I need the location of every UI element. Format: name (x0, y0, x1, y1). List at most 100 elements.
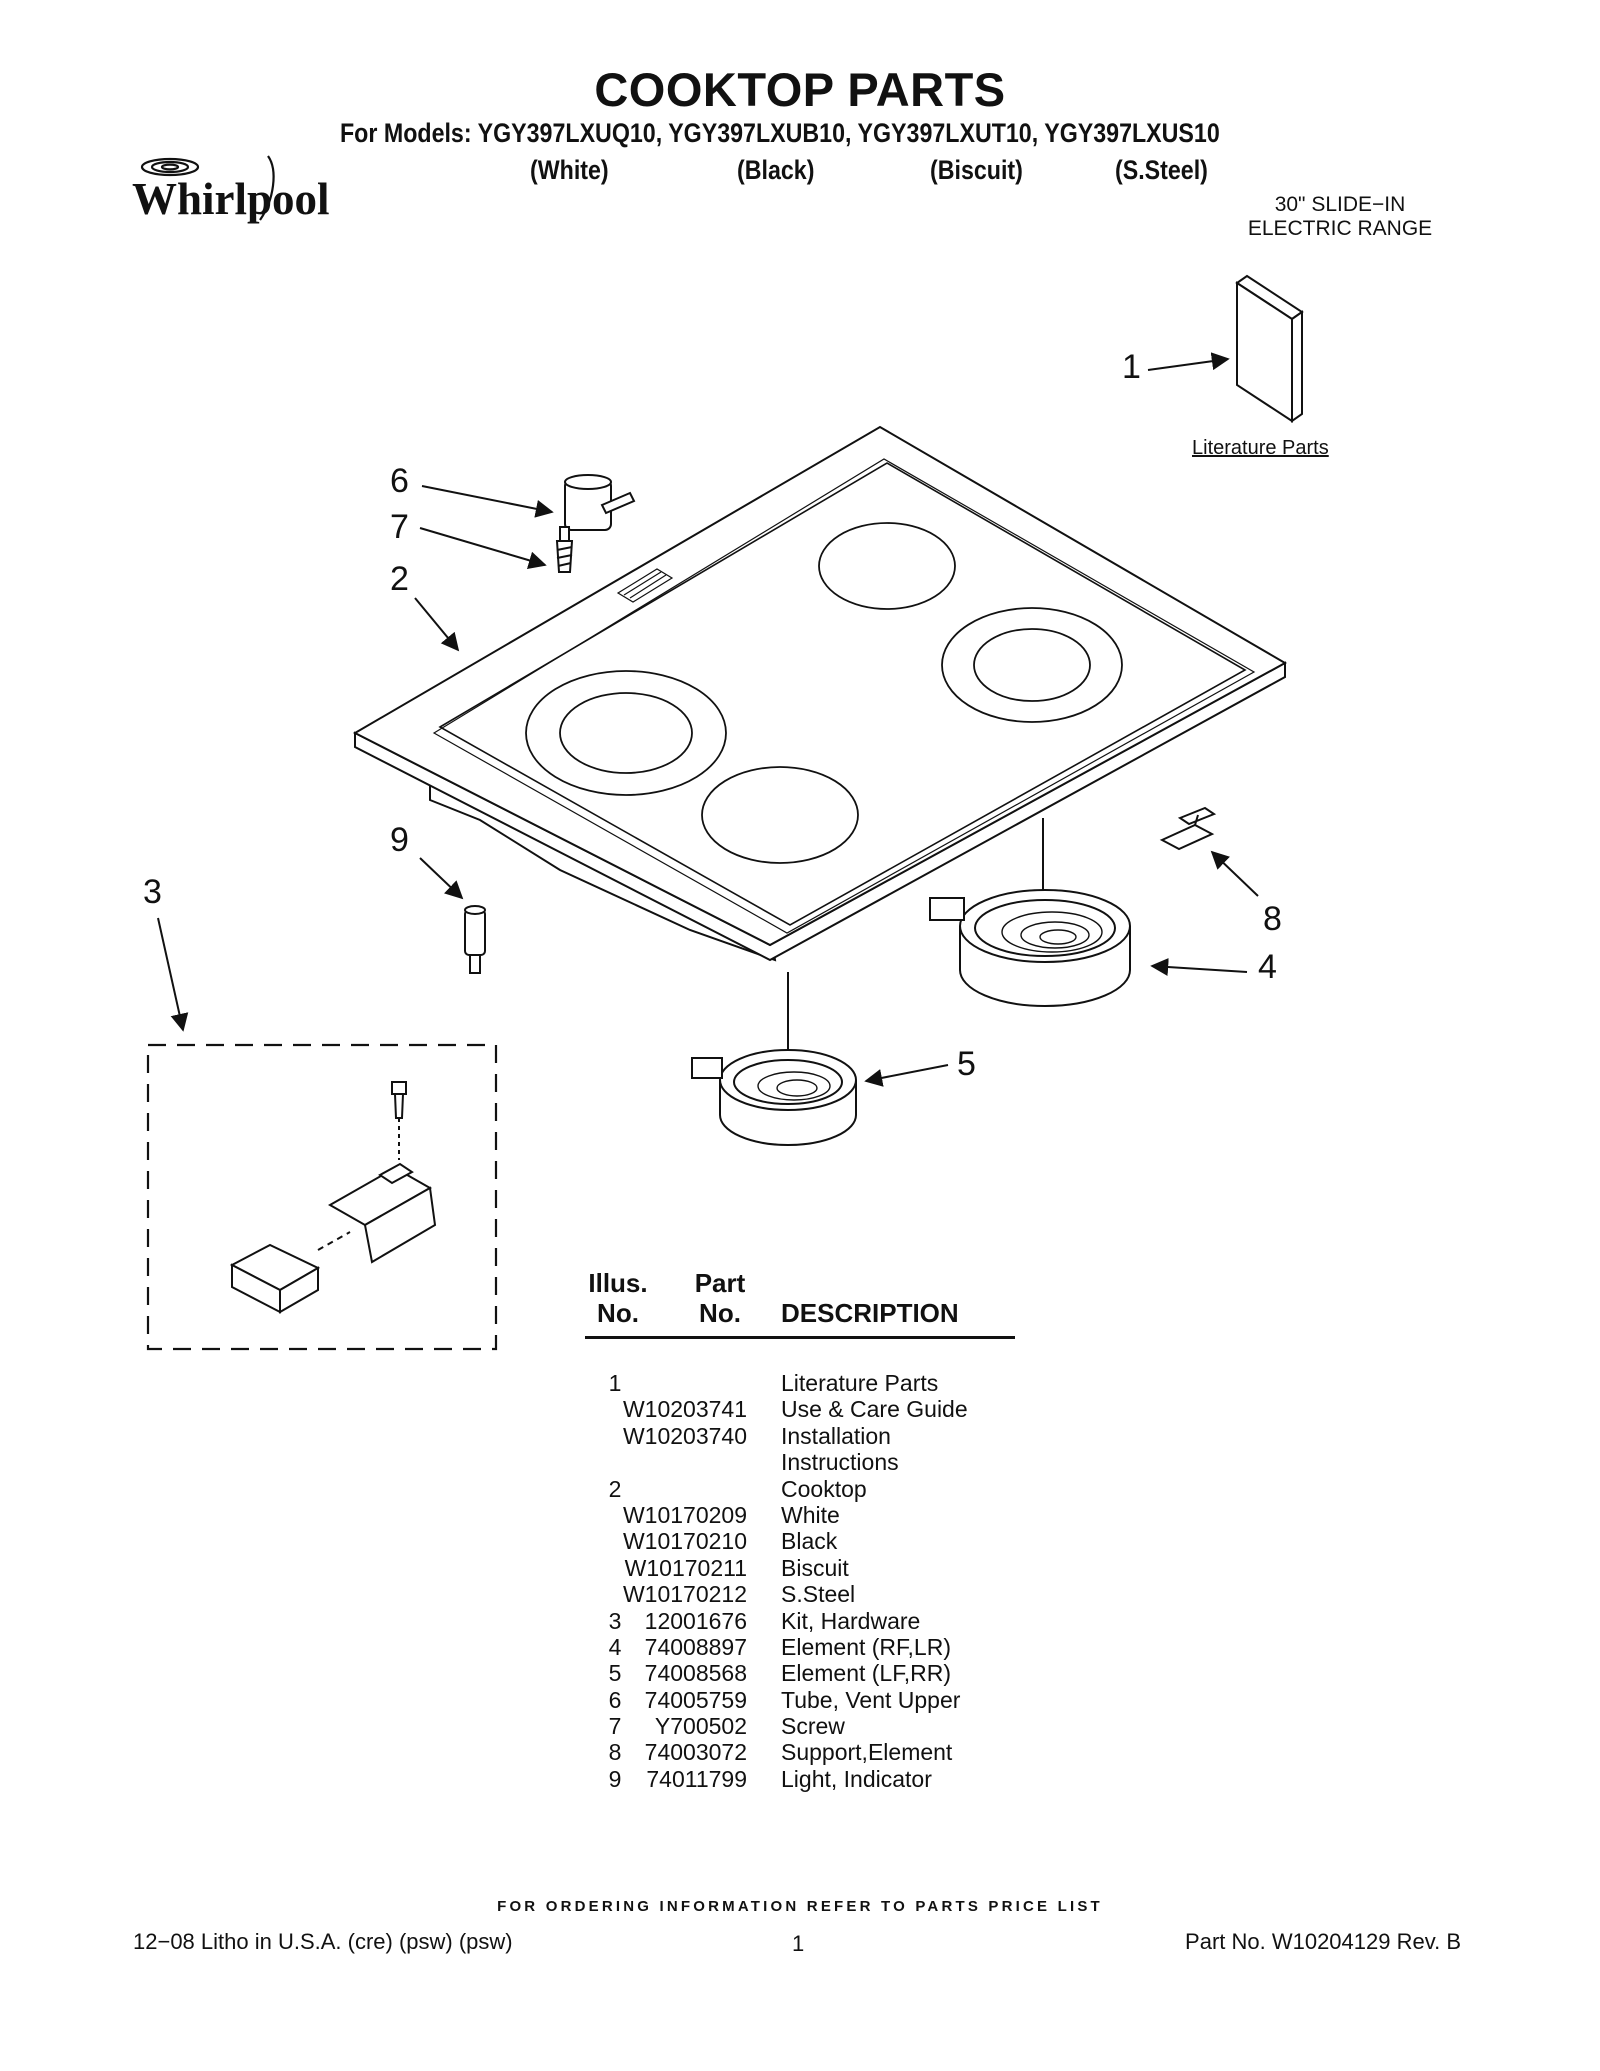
header-illus-no: Illus. No. (585, 1268, 651, 1328)
row-part-no: 74011799 (646, 1765, 747, 1792)
callout-7: 7 (390, 508, 409, 546)
row-description: Black (781, 1528, 838, 1555)
leader-line-9 (419, 857, 464, 900)
vent-tube-illustration (564, 474, 636, 531)
leader-line-1 (1147, 352, 1230, 371)
row-part-no: 12001676 (644, 1607, 747, 1634)
header-illus-line2: No. (597, 1298, 639, 1328)
row-illus-no: 7 (608, 1713, 622, 1740)
brand-wordmark: Whirlpool (132, 174, 330, 224)
element-support-illustration (1159, 806, 1217, 851)
callout-3: 3 (143, 873, 162, 911)
row-description: Instructions (781, 1449, 899, 1476)
row-part-no: W10170209 (622, 1501, 747, 1528)
literature-parts-label: Literature Parts (1192, 437, 1329, 459)
row-description: Use & Care Guide (781, 1396, 968, 1423)
page-title: COOKTOP PARTS (594, 63, 1006, 116)
element-rf-lr-illustration (929, 889, 1131, 1007)
burner-zone-front (701, 766, 859, 864)
row-description: Tube, Vent Upper (781, 1686, 961, 1713)
color-label-steel: (S.Steel) (1115, 155, 1208, 185)
row-part-no: W10170212 (622, 1581, 747, 1608)
table-row: W10203741 Use & Care Guide (585, 1396, 1145, 1422)
burner-zone-right (941, 607, 1123, 723)
table-row: 9 74011799 Light, Indicator (585, 1766, 1145, 1792)
leader-line-3 (157, 917, 189, 1032)
row-part-no: 74008897 (644, 1633, 747, 1660)
page-number: 1 (792, 1931, 805, 1956)
row-illus-no: 9 (608, 1765, 622, 1792)
callout-8: 8 (1263, 900, 1282, 938)
row-description: Element (RF,LR) (781, 1633, 951, 1660)
document-part-number: Part No. W10204129 Rev. B (1185, 1929, 1461, 1954)
leader-line-6 (421, 485, 554, 518)
table-row: W10170211 Biscuit (585, 1555, 1145, 1581)
row-illus-no: 3 (608, 1607, 622, 1634)
row-description: Element (LF,RR) (781, 1660, 951, 1687)
row-illus-no: 8 (608, 1739, 622, 1766)
row-description: Light, Indicator (781, 1765, 932, 1792)
row-part-no: 74003072 (644, 1739, 747, 1766)
row-part-no: W10203741 (622, 1396, 747, 1423)
row-description: Kit, Hardware (781, 1607, 921, 1634)
header-part-line2: No. (699, 1298, 741, 1328)
row-part-no: W10170210 (622, 1528, 747, 1555)
row-part-no: W10203740 (622, 1422, 747, 1449)
color-label-white: (White) (530, 155, 609, 185)
leader-line-5 (864, 1064, 949, 1087)
row-part-no: Y700502 (654, 1713, 747, 1740)
table-row: W10170209 White (585, 1502, 1145, 1528)
cooktop-burner-zones (525, 522, 1123, 864)
row-part-no: 74008568 (644, 1660, 747, 1687)
table-row: 4 74008897 Element (RF,LR) (585, 1634, 1145, 1660)
table-row: W10170212 S.Steel (585, 1581, 1145, 1607)
header-part-line1: Part (694, 1268, 746, 1298)
row-part-no: W10170211 (624, 1554, 747, 1581)
row-description: White (781, 1501, 840, 1528)
row-description: S.Steel (781, 1581, 856, 1608)
table-row: W10170210 Black (585, 1528, 1145, 1554)
row-illus-no: 1 (608, 1370, 622, 1396)
cooktop-illustration (352, 425, 1288, 962)
color-label-black: (Black) (737, 155, 815, 185)
litho-info: 12−08 Litho in U.S.A. (cre) (psw) (psw) (133, 1929, 513, 1954)
table-row: Instructions (585, 1449, 1145, 1475)
callout-9: 9 (390, 821, 409, 859)
parts-table-header: Illus. No. Part No. DESCRIPTION (585, 1268, 1015, 1339)
table-row: 1 Literature Parts (585, 1370, 1145, 1396)
table-row: 3 12001676 Kit, Hardware (585, 1608, 1145, 1634)
literature-booklet-illustration (1235, 274, 1304, 423)
header-description: DESCRIPTION (781, 1298, 959, 1328)
callout-6: 6 (390, 462, 409, 500)
range-line-2: ELECTRIC RANGE (1247, 217, 1433, 240)
table-row: 7 Y700502 Screw (585, 1713, 1145, 1739)
leader-line-8 (1210, 850, 1259, 897)
row-description: Screw (781, 1713, 845, 1740)
table-row: 8 74003072 Support,Element (585, 1739, 1145, 1765)
range-line-1: 30" SLIDE−IN (1274, 193, 1406, 216)
row-description: Biscuit (781, 1554, 849, 1581)
row-description: Support,Element (781, 1739, 953, 1766)
range-description: 30" SLIDE−IN ELECTRIC RANGE (1240, 193, 1440, 241)
callout-1: 1 (1122, 348, 1141, 386)
color-label-biscuit: (Biscuit) (930, 155, 1023, 185)
burner-zone-left (525, 670, 727, 796)
header-illus-line1: Illus. (588, 1268, 648, 1298)
row-illus-no: 2 (608, 1475, 622, 1502)
leader-line-2 (414, 597, 460, 652)
row-illus-no: 5 (608, 1660, 622, 1687)
leader-line-4 (1150, 958, 1248, 977)
leader-line-7 (419, 527, 547, 570)
header-part-no: Part No. (685, 1268, 755, 1328)
row-illus-no: 4 (608, 1633, 622, 1660)
row-description: Literature Parts (781, 1370, 939, 1396)
indicator-light-illustration (464, 905, 486, 974)
hardware-kit-illustration (229, 1081, 437, 1314)
burner-zone-rear-left (818, 522, 956, 610)
row-illus-no: 6 (608, 1686, 622, 1713)
